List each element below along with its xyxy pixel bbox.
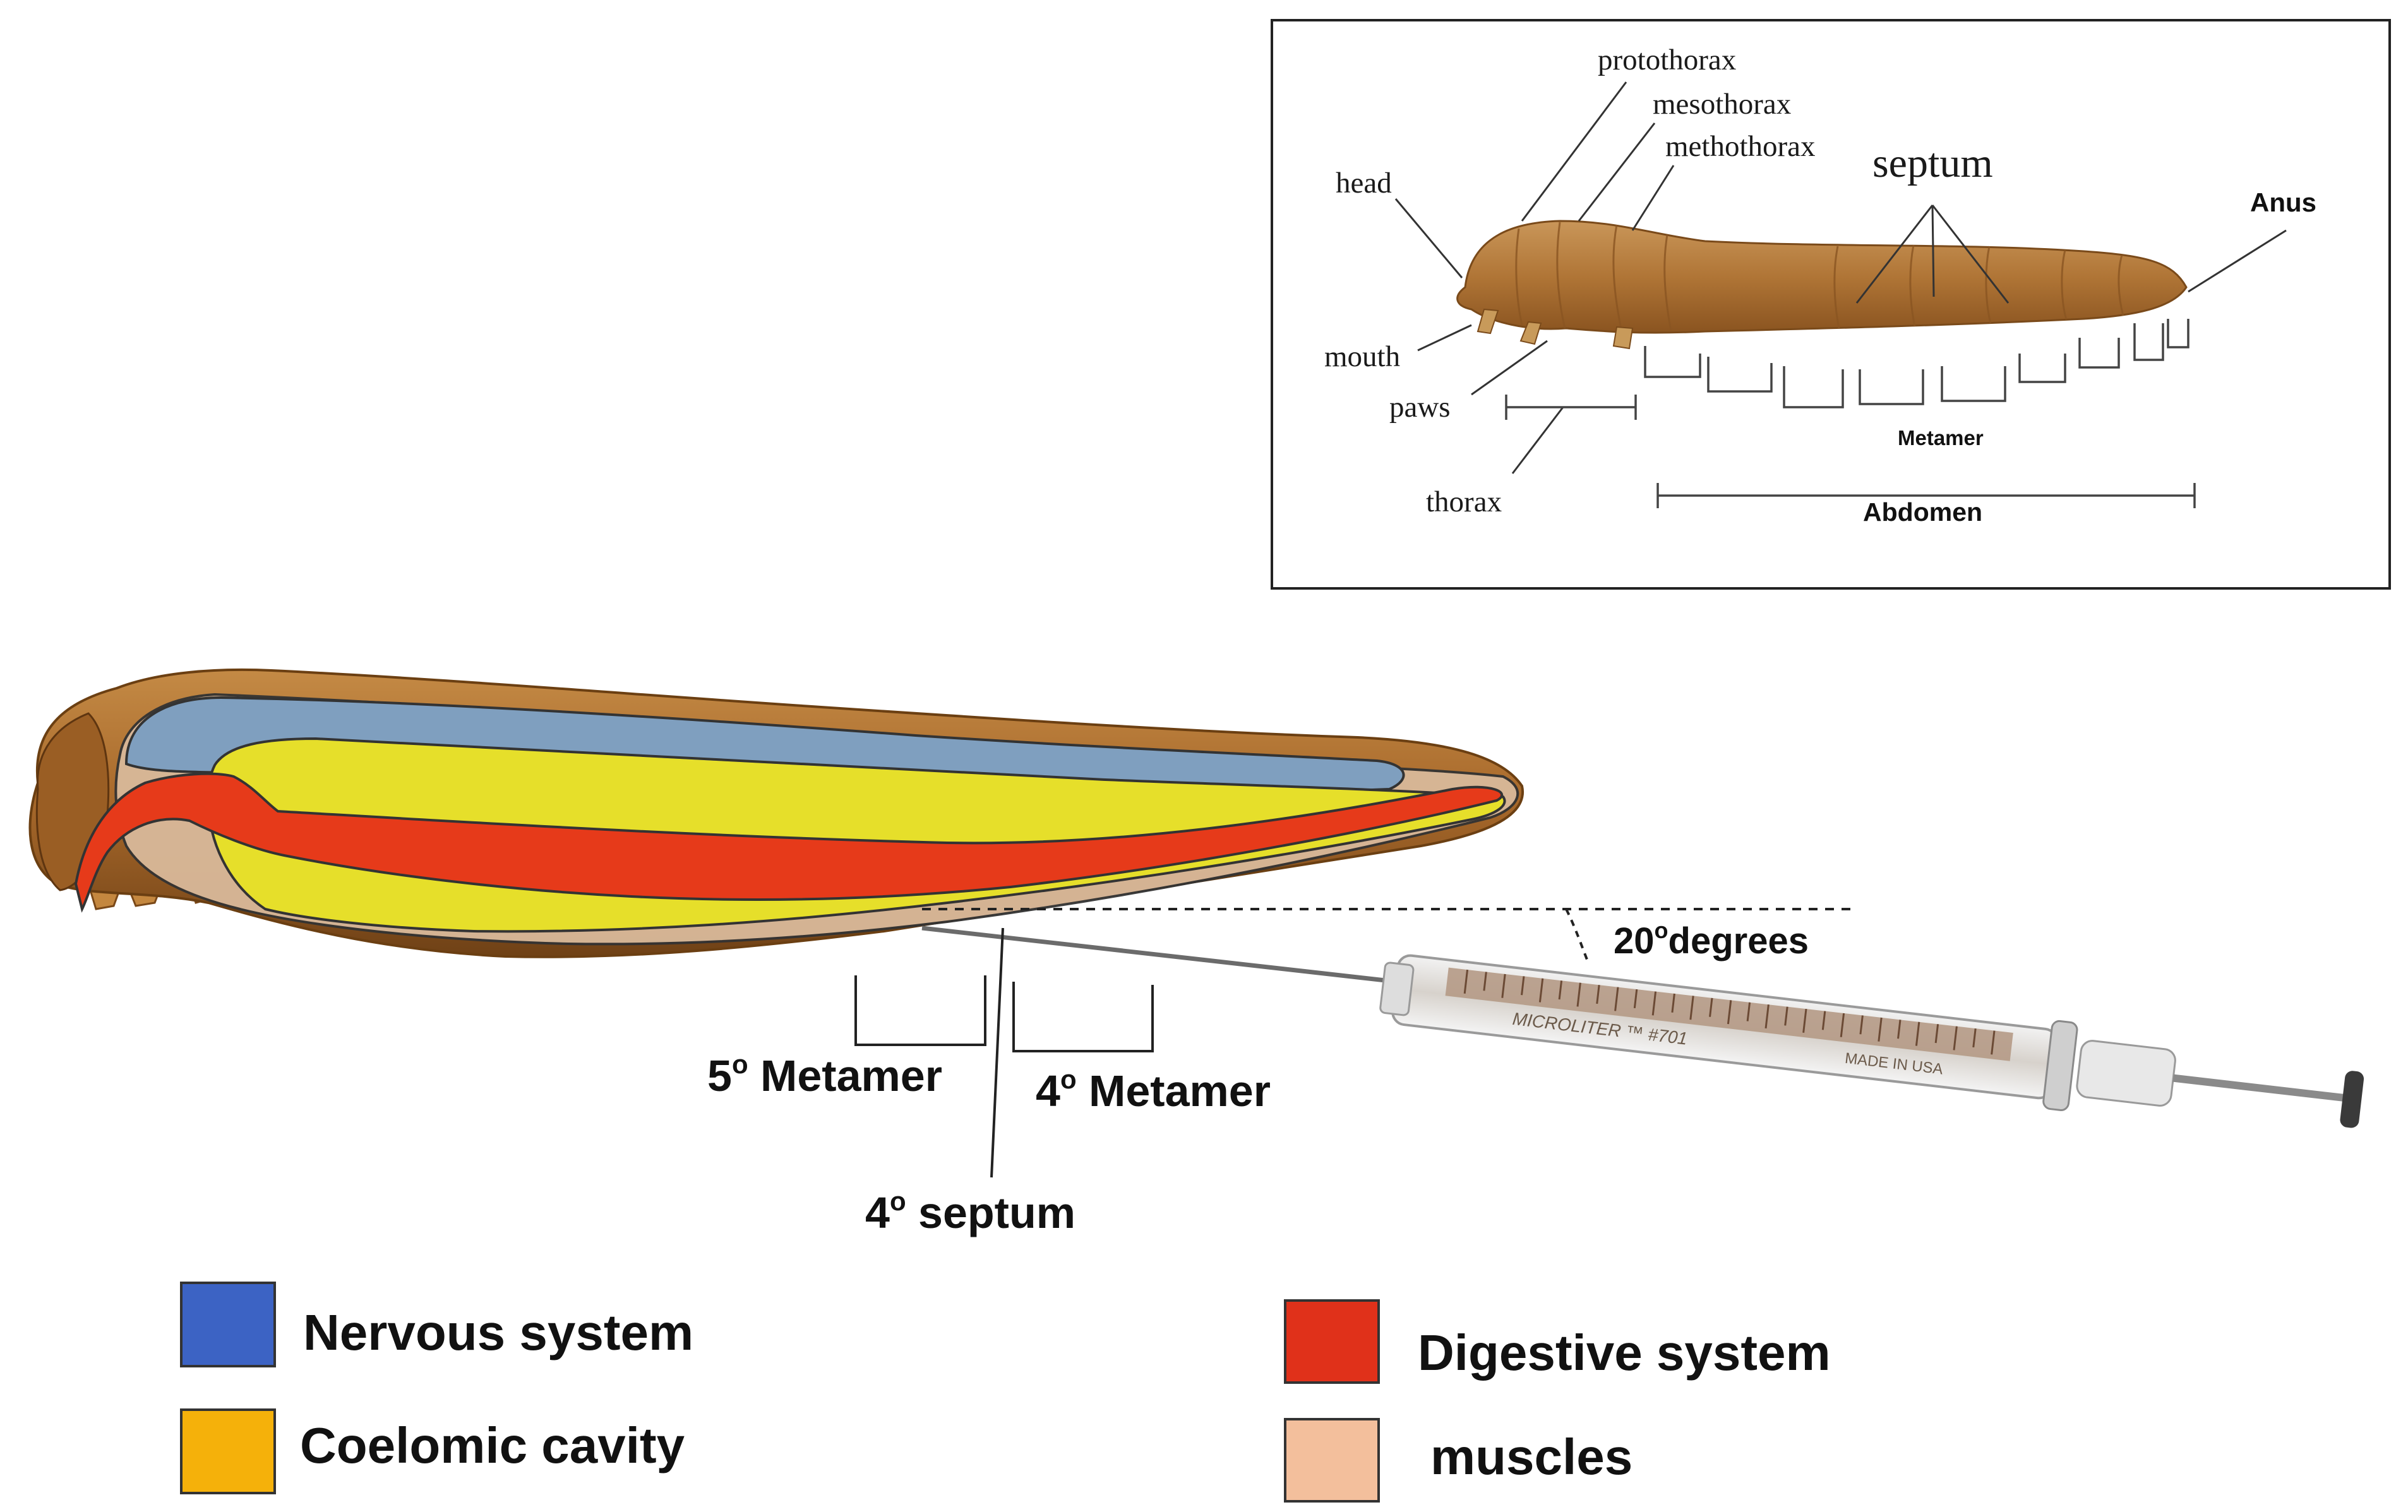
leader-metathorax: [1631, 165, 1675, 231]
inset-legs: [1477, 308, 1634, 350]
angle-arc: [1565, 908, 1590, 963]
leader-paws: [1471, 340, 1548, 396]
bracket-metamer-5: [854, 975, 986, 1046]
legend-label-nervous: Nervous system: [303, 1304, 693, 1360]
inset-segment-lines: [1515, 222, 2124, 332]
label-abdomen: Abdomen: [1863, 497, 1982, 527]
leader-mouth: [1417, 324, 1472, 352]
legend-item-muscles: muscles: [1284, 1418, 1632, 1503]
inset-panel: protothorax mesothorax methothorax head …: [1271, 19, 2391, 590]
leader-prothorax: [1521, 81, 1627, 222]
inset-leader-lines: [1394, 81, 2287, 474]
inset-larva-body: [1456, 220, 2188, 334]
legend-label-coelomic: Coelomic cavity: [300, 1417, 685, 1473]
leader-septum-1: [1855, 205, 1934, 304]
bracket-metamer-4: [1012, 982, 1154, 1052]
legend: Nervous system Coelomic cavity Digestive…: [180, 1282, 1831, 1503]
label-metamer-5: 5o Metamer: [707, 1049, 942, 1100]
syringe-needle: [921, 926, 1453, 991]
label-thorax: thorax: [1426, 485, 1502, 518]
label-metamer-4: 4o Metamer: [1036, 1064, 1271, 1116]
syringe-body: MICROLITER ™ #701 MADE IN USA: [1379, 954, 2364, 1128]
legend-swatch-nervous: [180, 1282, 276, 1367]
legend-label-digestive: Digestive system: [1418, 1324, 1831, 1381]
legend-swatch-digestive: [1284, 1299, 1380, 1384]
syringe-graduations: [1463, 969, 1996, 1055]
legend-item-digestive: Digestive system: [1284, 1299, 1831, 1384]
syringe-hub: [1379, 961, 1415, 1016]
syringe-flange: [2042, 1020, 2078, 1111]
inset-larva: [1456, 220, 2188, 350]
leader-septum-3: [1931, 205, 2010, 304]
label-metathorax: methothorax: [1665, 130, 1816, 163]
leader-head: [1394, 198, 1463, 278]
label-anus: Anus: [2250, 188, 2316, 217]
syringe: MICROLITER ™ #701 MADE IN USA: [921, 926, 2364, 1128]
legend-item-nervous: Nervous system: [180, 1282, 693, 1367]
inset-metamer-brackets: [1644, 319, 2189, 408]
angle-label: 20odegrees: [1614, 917, 1809, 961]
syringe-plunger-rod: [2172, 1074, 2350, 1102]
main-metamer-brackets: [854, 927, 1154, 1178]
syringe-collar: [2076, 1040, 2176, 1107]
inset-thorax-span: [1505, 395, 1637, 420]
label-prothorax: protothorax: [1598, 44, 1736, 76]
label-metamer: Metamer: [1898, 426, 1984, 449]
leader-septum-2: [1931, 205, 1935, 297]
leader-thorax: [1511, 407, 1564, 474]
leader-mesothorax: [1578, 122, 1656, 222]
label-mouth: mouth: [1324, 340, 1400, 373]
inset-abdomen-span: [1656, 483, 2196, 508]
legend-item-coelomic: Coelomic cavity: [180, 1408, 685, 1494]
label-paws: paws: [1389, 391, 1451, 424]
label-septum-4: 4o septum: [865, 1186, 1075, 1237]
digestive-system-region: [74, 772, 1504, 913]
legend-label-muscles: muscles: [1430, 1429, 1632, 1485]
septum-pointer-line: [990, 927, 1004, 1178]
label-septum: septum: [1872, 140, 1993, 186]
legend-swatch-coelomic: [180, 1408, 276, 1494]
label-mesothorax: mesothorax: [1653, 88, 1791, 121]
leader-anus: [2188, 229, 2287, 293]
main-larva: [28, 668, 1524, 958]
label-head: head: [1336, 167, 1392, 199]
syringe-plunger-cap: [2340, 1071, 2364, 1128]
angle-indicator: 20odegrees: [922, 908, 1857, 963]
legend-swatch-muscles: [1284, 1418, 1380, 1503]
